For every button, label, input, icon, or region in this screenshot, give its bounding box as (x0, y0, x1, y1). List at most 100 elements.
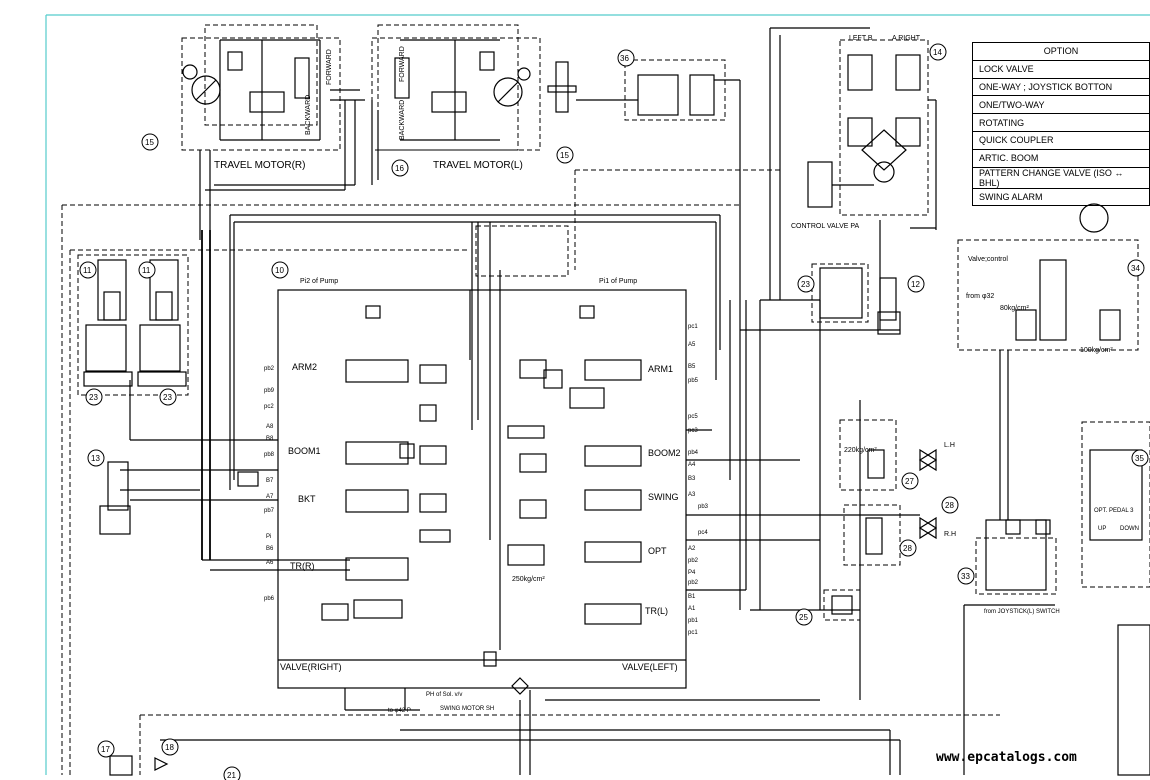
callout-10: 10 (275, 266, 284, 275)
block-details (237, 225, 605, 667)
port-a2: A2 (688, 546, 696, 552)
up-label: UP (1098, 526, 1106, 532)
to-42p-label: to φ42 P (388, 708, 411, 714)
svg-text:FORWARD: FORWARD (399, 46, 406, 82)
svg-text:BACKWARD: BACKWARD (305, 95, 312, 135)
callout-33: 33 (961, 572, 970, 581)
svg-text:FORWARD: FORWARD (326, 49, 333, 85)
port-pb9: pb9 (264, 388, 275, 394)
boom2-label: BOOM2 (648, 448, 681, 458)
boom1-label: BOOM1 (288, 446, 321, 456)
port-b5: B5 (688, 364, 696, 370)
port-pb5: pb5 (688, 378, 699, 384)
arm-cylinders (77, 254, 189, 396)
callout-11a: 11 (83, 266, 92, 275)
port-labels: pb2 pb9 pc2 A8 B8 pb8 B7 A7 pb7 Pi B6 A6… (264, 324, 709, 636)
port-pc1: pc1 (688, 324, 698, 330)
travel-motor-left-label: TRAVEL MOTOR(L) (433, 160, 523, 171)
main-control-valve: Pi2 of Pump Pi1 of Pump VALVE(RIGHT) VAL… (277, 278, 687, 689)
port-pb3: pb3 (698, 504, 709, 510)
travel-motor-right-label: TRAVEL MOTOR(R) (214, 160, 305, 171)
option-row: ONE/TWO-WAY (972, 95, 1150, 115)
tr-r-label: TR(R) (290, 561, 315, 571)
callout-23c: 23 (801, 280, 810, 289)
watermark: www.epcatalogs.com (936, 750, 1077, 765)
from-p32-label: from φ32 (966, 293, 994, 300)
tr-l-label: TR(L) (645, 606, 668, 616)
valve-control-34: Valve;control from φ32 80kg/cm² 100kg/cm… (957, 203, 1139, 520)
arm1-label: ARM1 (648, 364, 673, 374)
svg-text:BACKWARD: BACKWARD (399, 100, 406, 140)
callout-17: 17 (101, 745, 110, 754)
lh-label: L.H (944, 442, 955, 449)
pedal-valve-33-35: OPT. PEDAL 3 UP DOWN from JOYSTICK(L) SW… (963, 421, 1150, 776)
port-a7: A7 (266, 494, 274, 500)
pi1-label: Pi1 of Pump (599, 278, 637, 285)
callout-18: 18 (165, 743, 174, 752)
port-p4: P4 (688, 570, 696, 576)
plumbing (61, 169, 1000, 775)
option-row: QUICK COUPLER (972, 130, 1150, 150)
option-row: ONE-WAY ; JOYSTICK BOTTON (972, 77, 1150, 97)
callout-21: 21 (227, 771, 236, 780)
valve-control-label: Valve;control (968, 256, 1008, 263)
port-b6: B6 (266, 546, 274, 552)
bkt-label: BKT (298, 494, 316, 504)
callout-15a: 15 (145, 138, 154, 147)
callout-12: 12 (911, 280, 920, 289)
ph-of-sol-label: PH of Sol. v/v (426, 692, 462, 698)
port-a4: A4 (688, 462, 696, 468)
pressure-250-label: 250kg/cm² (512, 576, 545, 583)
arm2-label: ARM2 (292, 362, 317, 372)
option-table-title: OPTION (972, 42, 1150, 61)
callout-35: 35 (1135, 454, 1144, 463)
port-b3: B3 (688, 476, 696, 482)
port-pc4: pc4 (698, 530, 708, 536)
cylinder-12 (811, 263, 901, 335)
port-b1: B1 (688, 594, 696, 600)
port-pb1: pb1 (688, 618, 699, 624)
swing-label: SWING (648, 492, 679, 502)
callout-14: 14 (933, 48, 942, 57)
travel-motor-left: FORWARD BACKWARD TRAVEL MOTOR(L) (371, 24, 541, 171)
down-label: DOWN (1120, 526, 1139, 532)
port-a3: A3 (688, 492, 696, 498)
option-row: PATTERN CHANGE VALVE (ISO ↔ BHL) (972, 166, 1150, 189)
travel-motor-right: BACKWARD FORWARD TRAVEL MOTOR(R) (181, 24, 341, 171)
opt-label: OPT (648, 546, 667, 556)
callout-28a: 28 (945, 501, 954, 510)
port-pi: Pi (266, 534, 271, 540)
port-pb8: pb8 (264, 452, 275, 458)
port-b8: B8 (266, 436, 274, 442)
port-pc2: pc2 (264, 404, 274, 410)
callout-28b: 28 (903, 544, 912, 553)
valves-27-28: 220kg/cm² L.H R.H (823, 419, 956, 621)
option-row: LOCK VALVE (972, 59, 1150, 79)
port-pb4: pb4 (688, 450, 699, 456)
valve-right-label: VALVE(RIGHT) (280, 662, 342, 672)
callout-23a: 23 (89, 393, 98, 402)
option-table: OPTION LOCK VALVE ONE-WAY ; JOYSTICK BOT… (972, 42, 1150, 207)
port-pc5: pc5 (688, 414, 698, 420)
port-a6: A6 (266, 560, 274, 566)
left-b-label: LEFT B (849, 35, 873, 42)
a-right-label: A RIGHT (892, 35, 921, 42)
component-36 (547, 59, 741, 190)
pressure-100-label: 100kg/cm² (1080, 347, 1113, 354)
pi2-label: Pi2 of Pump (300, 278, 338, 285)
pressure-80-label: 80kg/cm² (1000, 305, 1029, 312)
callout-16: 16 (395, 164, 404, 173)
port-a5: A5 (688, 342, 696, 348)
port-a1: A1 (688, 606, 696, 612)
callout-23b: 23 (163, 393, 172, 402)
option-row: ARTIC. BOOM (972, 148, 1150, 168)
port-pb7: pb7 (264, 508, 275, 514)
port-b7: B7 (266, 478, 274, 484)
port-pc3: pc3 (688, 428, 698, 434)
rh-label: R.H (944, 531, 956, 538)
callout-25: 25 (799, 613, 808, 622)
callout-34: 34 (1131, 264, 1140, 273)
port-pb6: pb6 (264, 596, 275, 602)
callout-27: 27 (905, 477, 914, 486)
